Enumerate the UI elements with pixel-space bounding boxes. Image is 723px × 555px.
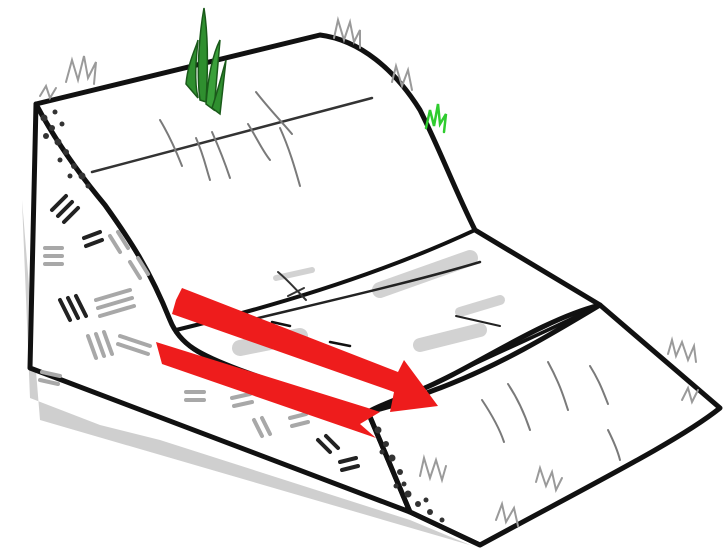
slope-erosion-diagram (0, 0, 723, 555)
slope-diagram-svg (0, 0, 723, 555)
